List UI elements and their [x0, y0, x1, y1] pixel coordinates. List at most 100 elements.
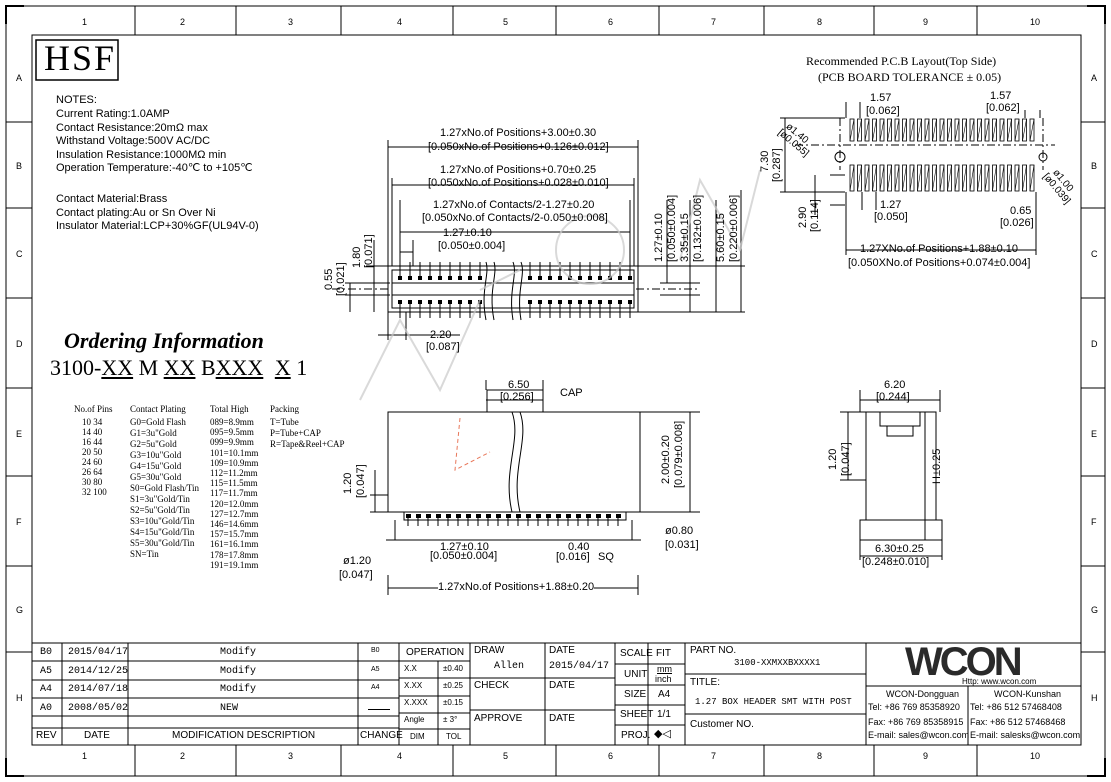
pcb-pad-hatch	[984, 118, 990, 142]
front-pin	[566, 514, 571, 518]
grid-row-label: F	[16, 517, 22, 527]
top-dim-127v: 1.27±0.10	[653, 213, 665, 262]
front-dim-120-inch: [0.047]	[355, 464, 367, 498]
front-dim-pitch-inch: [0.050±0.004]	[430, 550, 498, 562]
pins-option: 20 50	[82, 447, 103, 457]
rev-header-desc: MODIFICATION DESCRIPTION	[172, 730, 316, 741]
note-line: Operation Temperature:-40℃ to +105℃	[56, 162, 253, 174]
pcb-pad-hatch	[992, 164, 997, 192]
seg-1: 1	[296, 355, 308, 380]
rev-code: A0	[40, 702, 53, 714]
hsf-logo: HSF	[44, 38, 117, 78]
top-pin	[438, 276, 442, 280]
seg-plating: XX	[163, 355, 196, 380]
packing-option: T=Tube	[270, 417, 299, 427]
top-pin	[398, 300, 402, 304]
plating-option: S2=5u"Gold/Tin	[130, 505, 190, 515]
grid-col-label: 5	[503, 751, 509, 761]
front-dim-040-inch: [0.016]	[556, 551, 590, 563]
note-line: Contact Material:Brass	[56, 193, 168, 205]
plating-option: S3=10u"Gold/Tin	[130, 516, 195, 526]
pcb-pad-hatch	[1022, 164, 1027, 192]
seg-high: XXX	[215, 355, 264, 380]
top-pin	[618, 300, 622, 304]
packing-option: P=Tube+CAP	[270, 428, 321, 438]
cap-label: CAP	[560, 387, 583, 399]
grid-col-label: 1	[82, 17, 88, 27]
draw-label: DRAW	[474, 645, 505, 656]
side-dim-620: 6.20	[884, 379, 906, 391]
pcb-pad-hatch	[969, 118, 975, 142]
size-label: SIZE	[624, 689, 647, 700]
pcb-dim-157a: 1.57	[870, 92, 892, 104]
pcb-pad-hatch	[1007, 118, 1012, 142]
pcb-pad-hatch	[947, 164, 952, 192]
pcb-pad-hatch	[1014, 118, 1020, 142]
plating-option: G1=3u"Gold	[130, 428, 177, 438]
high-option: 099=9.9mm	[210, 437, 254, 448]
rev-date: 2015/04/17	[68, 647, 129, 658]
top-pin	[528, 300, 532, 304]
grid-row-label: H	[1091, 693, 1098, 703]
grid-row-label: B	[16, 161, 23, 171]
pcb-dim-065: 0.65	[1010, 205, 1032, 217]
rev-header-change: CHANGE	[360, 730, 403, 741]
tol-dim: X.XXX	[404, 698, 428, 707]
top-pin	[398, 276, 402, 280]
pcb-pad-hatch	[849, 164, 855, 192]
part-no-value: 3100-XXMXXBXXXX1	[734, 658, 821, 668]
rev-date: 2014/12/25	[68, 665, 129, 677]
packing-option: R=Tape&Reel+CAP	[270, 439, 345, 449]
rev-desc: Modify	[220, 647, 257, 658]
top-pin	[428, 300, 432, 304]
high-option: 127=12.7mm	[210, 508, 259, 519]
pcb-pad-hatch	[1029, 164, 1035, 192]
top-pin	[418, 276, 422, 280]
rev-desc: Modify	[220, 665, 257, 677]
pcb-layout-title: Recommended P.C.B Layout(Top Side)	[806, 54, 997, 68]
top-pin	[458, 300, 462, 304]
pcb-pad-hatch	[902, 118, 907, 142]
plating-option: G2=5u"Gold	[130, 439, 177, 449]
front-pin	[596, 514, 601, 518]
top-pin	[458, 276, 462, 280]
top-pin	[588, 276, 592, 280]
side-dim-620-inch: [0.244]	[876, 391, 910, 403]
tol-value: ±0.40	[443, 664, 463, 673]
top-pin	[608, 300, 612, 304]
front-pin	[466, 514, 471, 518]
top-pin	[568, 300, 572, 304]
rev-change-flag: A5	[371, 665, 380, 673]
plating-option: S0=Gold Flash/Tin	[130, 483, 200, 493]
pcb-pad-hatch	[864, 118, 870, 142]
pins-option: 14 40	[82, 427, 103, 437]
grid-col-label: 1	[82, 751, 88, 761]
grid-col-label: 2	[180, 17, 186, 27]
grid-row-label: F	[1091, 517, 1097, 527]
front-pin	[556, 514, 561, 518]
top-pin	[548, 276, 552, 280]
top-dim-055: 0.55	[323, 268, 335, 290]
top-dim-220-inch: [0.087]	[426, 341, 460, 353]
top-pin	[558, 300, 562, 304]
top-pin	[598, 276, 602, 280]
grid-col-label: 9	[923, 17, 929, 27]
drawing-title: 1.27 BOX HEADER SMT WITH POST	[695, 697, 852, 707]
note-line: Current Rating:1.0AMP	[56, 108, 170, 120]
high-option: 191=19.1mm	[210, 559, 259, 570]
high-option: 089=8.9mm	[210, 417, 254, 427]
pcb-pad-hatch	[939, 118, 945, 142]
pcb-pad-hatch	[879, 164, 885, 192]
top-dim-contacts: 1.27xNo.of Contacts/2-1.27±0.20	[433, 199, 595, 211]
header-pins: No.of Pins	[74, 404, 113, 414]
pcb-pad-hatch	[962, 164, 967, 192]
dongguan-name: WCON-Dongguan	[886, 689, 960, 699]
grid-col-label: 8	[817, 751, 823, 761]
top-dim-055-inch: [0.021]	[335, 262, 347, 296]
high-option: 101=10.1mm	[210, 447, 259, 458]
top-dim-560-inch: [0.220±0.006]	[728, 194, 740, 262]
top-dim-contacts-inch: [0.050xNo.of Contacts/2-0.050±0.008]	[422, 212, 608, 224]
grid-row-label: G	[16, 605, 24, 615]
pcb-dim-127-inch: [0.050]	[874, 211, 908, 223]
side-dim-h: H±0.25	[931, 448, 943, 484]
